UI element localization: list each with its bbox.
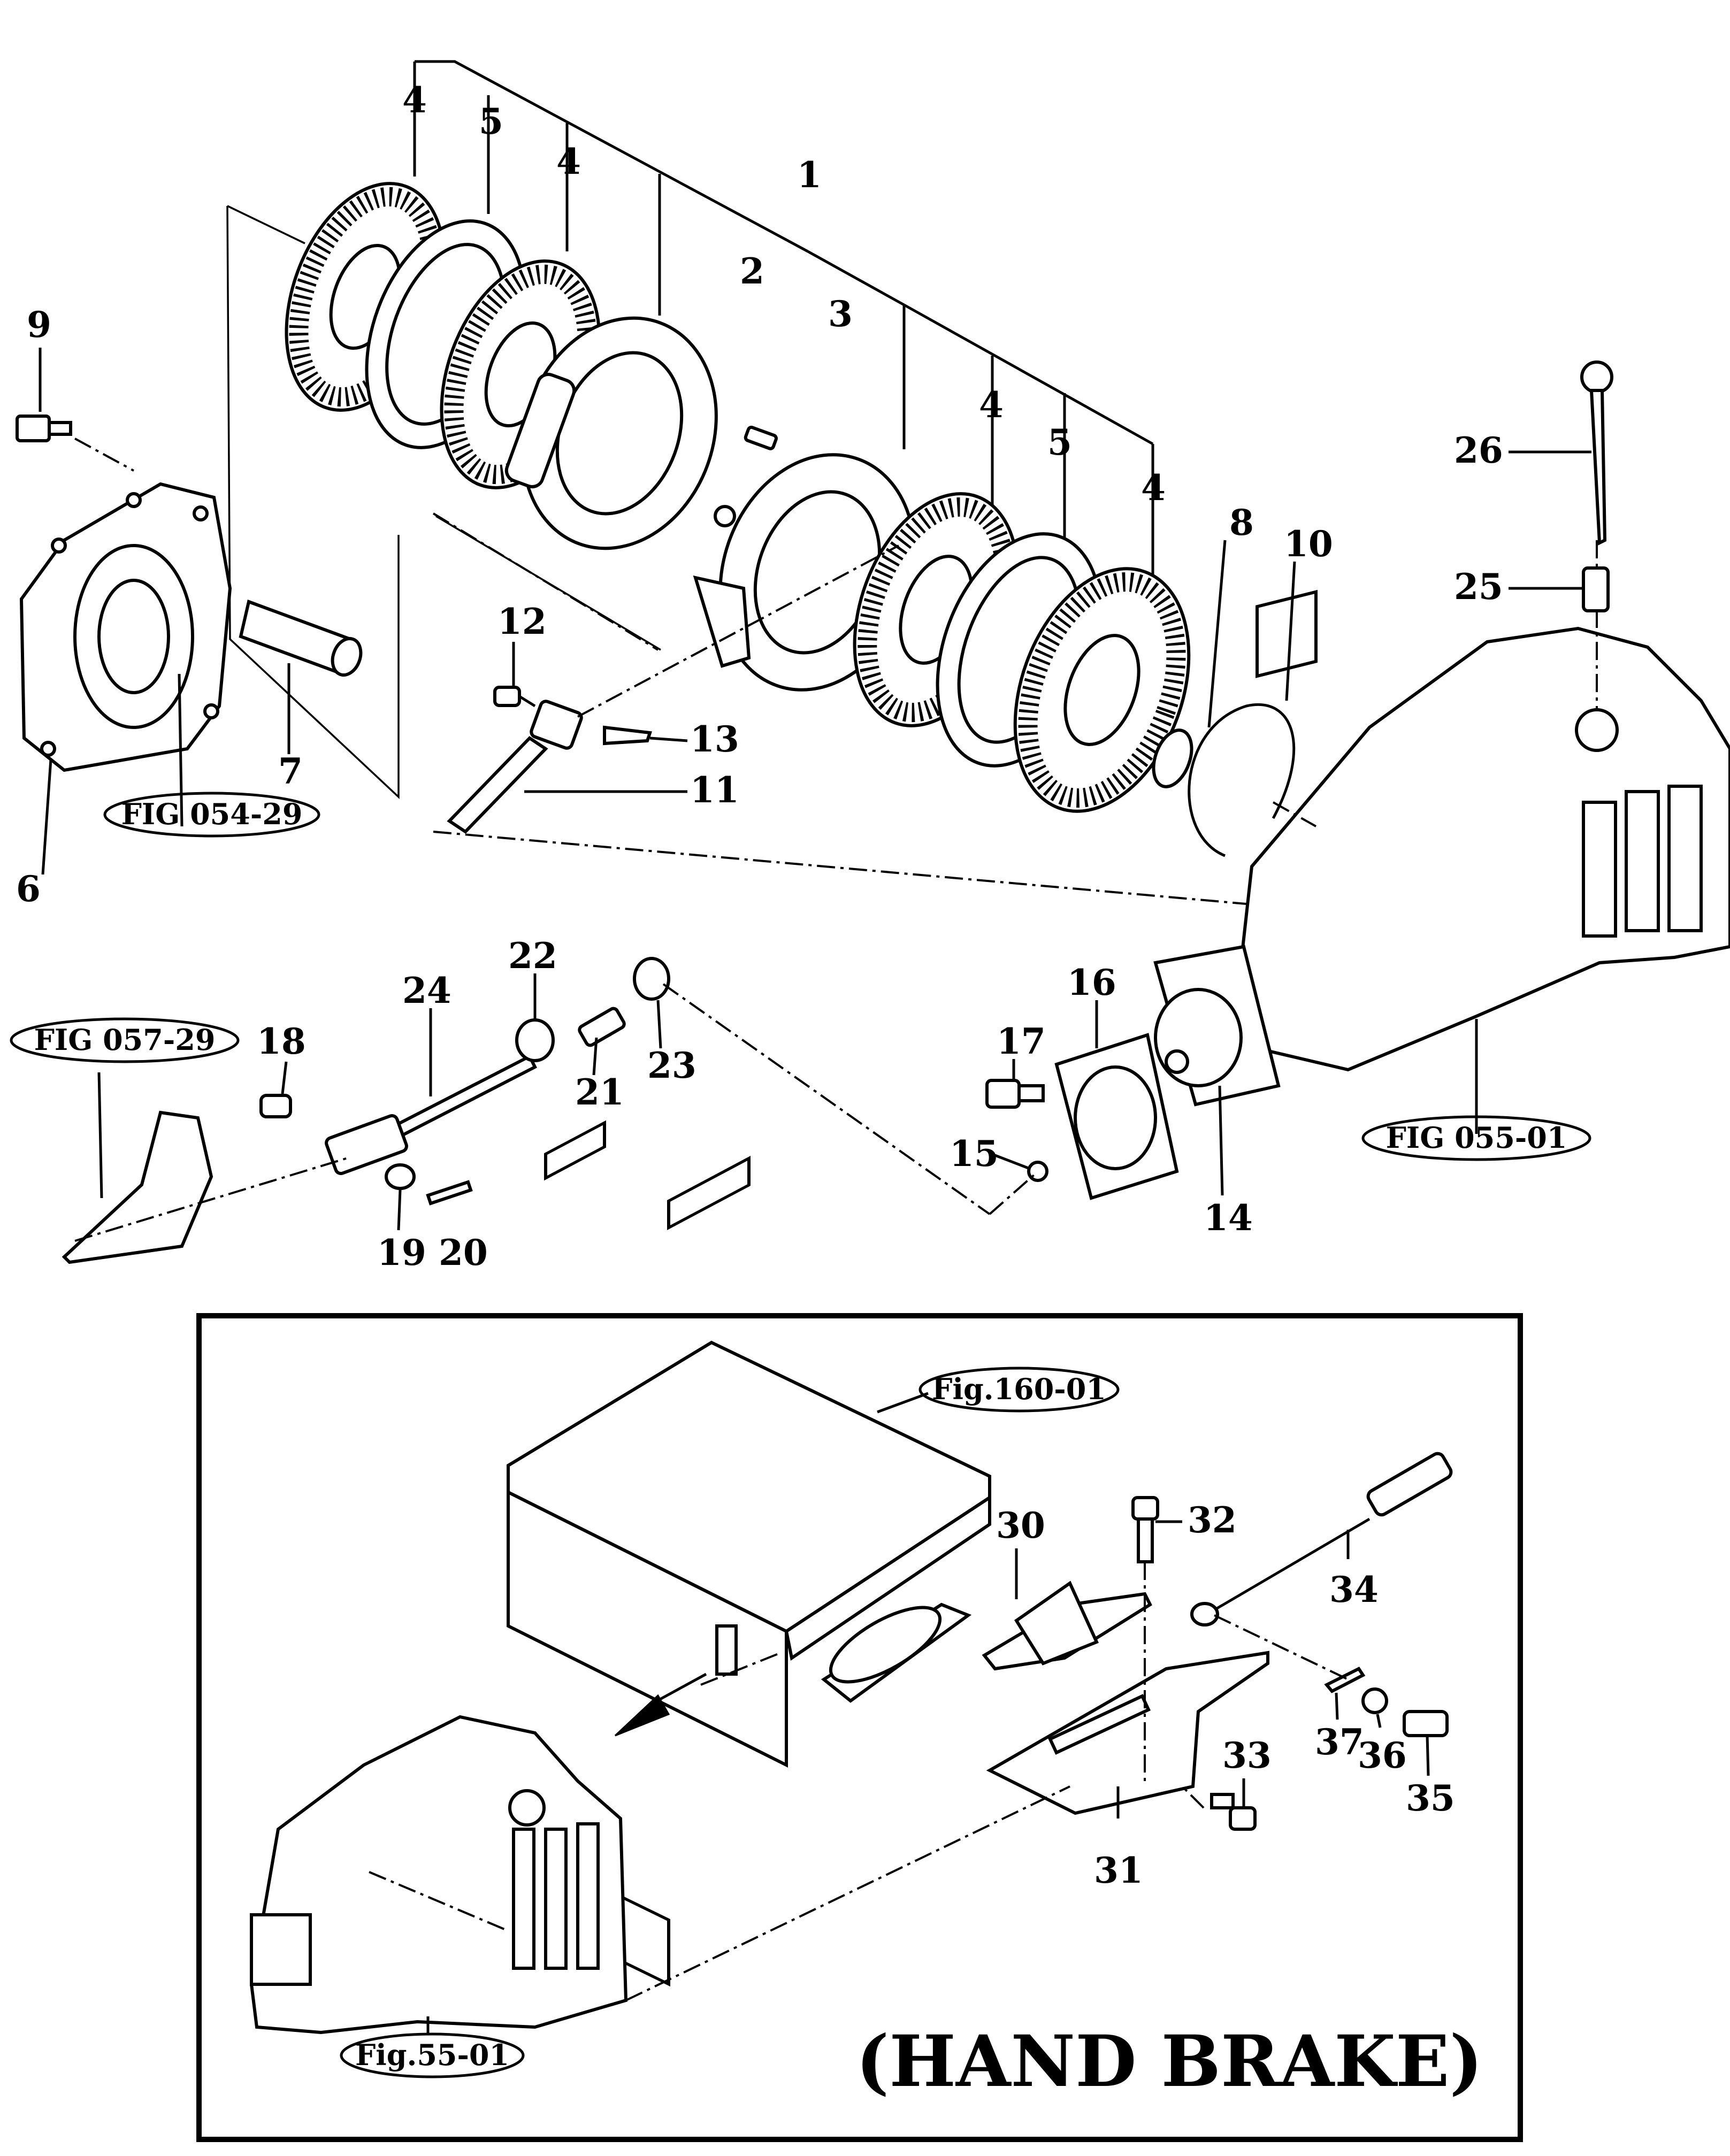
gasket-16 (1054, 1033, 1179, 1200)
dipstick-26 (1580, 360, 1613, 546)
fitting-21 (578, 1007, 626, 1047)
inset-frame (196, 1313, 1523, 2142)
spring-2 (744, 425, 778, 450)
cotter-pin-37 (1324, 1667, 1366, 1693)
callout-32: 32 (1188, 1499, 1237, 1541)
bracket-31 (986, 1651, 1269, 1815)
brake-cable-34 (1190, 1452, 1453, 1626)
callout-30: 30 (996, 1505, 1045, 1546)
callout-26: 26 (1454, 429, 1503, 471)
brake-actuator-plate-a (504, 316, 718, 550)
callout-12: 12 (497, 601, 547, 642)
o-ring-8 (1152, 728, 1193, 788)
cotter-pin-20 (426, 1180, 473, 1206)
reference-fig160: Fig.160-01 (918, 1367, 1120, 1413)
callout-2: 2 (740, 250, 764, 292)
callout-37: 37 (1315, 1721, 1364, 1763)
clip-15 (1027, 1161, 1048, 1182)
bolt-9 (16, 415, 72, 442)
callout-20: 20 (439, 1232, 488, 1273)
steel-ball-3 (714, 505, 736, 527)
pin-18 (259, 1094, 292, 1118)
fig55-label: Fig.55-01 (355, 2038, 509, 2072)
group-outline (226, 205, 661, 800)
arrow-icon (614, 1672, 707, 1737)
callout-3: 3 (828, 293, 853, 335)
callout-1: 1 (797, 154, 822, 196)
washer-19 (385, 1163, 416, 1190)
callout-4a: 4 (402, 79, 427, 121)
brake-cover-6 (19, 482, 232, 772)
bolt-32 (1131, 1496, 1159, 1563)
callout-5b: 5 (1047, 421, 1072, 463)
hand-brake-inset: 30 32 34 33 37 36 35 31 Fig.160-01 Fig.5… (196, 1120, 1523, 2142)
bolt-17 (985, 1079, 1045, 1109)
callout-17: 17 (997, 1021, 1046, 1062)
callout-7: 7 (278, 750, 303, 792)
brake-lever-linkage (62, 1110, 213, 1264)
callout-33: 33 (1222, 1735, 1272, 1776)
callout-16: 16 (1067, 962, 1116, 1003)
callout-5a: 5 (479, 101, 503, 142)
bolt-33 (1210, 1793, 1257, 1831)
plug-25 (1582, 566, 1610, 612)
callout-24: 24 (402, 970, 451, 1011)
reference-fig055: FIG 055-01 (1361, 1115, 1591, 1161)
callout-36: 36 (1358, 1735, 1407, 1776)
inset-title: (HAND BRAKE) (856, 2020, 1483, 2103)
callout-35: 35 (1406, 1777, 1455, 1819)
inset-leaders (426, 1392, 1430, 2035)
fig057-label: FIG 057-29 (34, 1023, 216, 1057)
callout-34: 34 (1329, 1569, 1379, 1610)
diaphragm-cover-14 (1153, 945, 1281, 1107)
nut-23 (633, 957, 670, 1001)
callout-18: 18 (257, 1021, 306, 1062)
callout-23: 23 (647, 1045, 696, 1086)
pin-12 (493, 686, 536, 708)
brake-rod-11 (447, 700, 583, 834)
callouts: 4 5 4 1 2 3 4 5 4 8 10 9 12 13 11 7 6 26… (16, 79, 1503, 1273)
seat-frame (507, 1120, 991, 1987)
inset-transmission-case (249, 1715, 628, 2035)
shaft-7 (239, 600, 363, 677)
callout-31: 31 (1094, 1850, 1143, 1891)
inset-alignment-lines (369, 1562, 1349, 2001)
callout-4c: 4 (979, 384, 1004, 426)
callout-11: 11 (690, 769, 739, 811)
snap-ring-10 (1188, 703, 1296, 857)
callout-6: 6 (16, 868, 41, 910)
callout-21: 21 (575, 1071, 624, 1113)
hand-brake-lever-30 (821, 1580, 1152, 1703)
transmission-case (1239, 589, 1730, 1072)
callout-4b: 4 (556, 141, 581, 182)
callout-14: 14 (1204, 1197, 1253, 1239)
callout-10: 10 (1284, 523, 1333, 565)
callout-13: 13 (690, 718, 739, 760)
callout-4d: 4 (1141, 467, 1166, 509)
washer-36 (1361, 1687, 1388, 1714)
fig054-label: FIG 054-29 (121, 797, 303, 831)
assembly-bracket (413, 60, 1154, 610)
callout-19: 19 (377, 1232, 426, 1273)
cotter-pin-13 (603, 725, 653, 746)
fig055-label: FIG 055-01 (1386, 1121, 1567, 1155)
callout-8: 8 (1229, 502, 1254, 543)
callout-15: 15 (950, 1133, 999, 1175)
callout-leaders (39, 348, 1591, 1231)
reference-fig55: Fig.55-01 (340, 2032, 525, 2078)
pin-35 (1403, 1710, 1449, 1737)
friction-disc-4-d (1013, 567, 1191, 813)
callout-25: 25 (1454, 566, 1503, 608)
callout-9: 9 (27, 304, 51, 346)
clevis-rod-24 (325, 1054, 538, 1176)
reference-fig054: FIG 054-29 (103, 792, 320, 838)
fig160-label: Fig.160-01 (932, 1372, 1106, 1406)
callout-22: 22 (508, 935, 557, 977)
nut-22 (515, 1018, 555, 1062)
reference-fig057: FIG 057-29 (10, 1017, 240, 1063)
